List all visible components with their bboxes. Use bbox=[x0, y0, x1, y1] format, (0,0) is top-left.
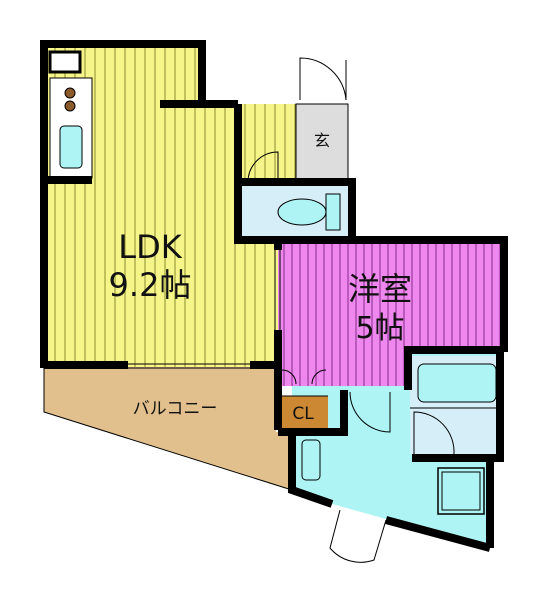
stove-icon bbox=[64, 87, 76, 112]
balcony-label: バルコニー bbox=[133, 399, 218, 419]
bathtub-icon bbox=[417, 363, 497, 403]
refrigerator-space bbox=[48, 50, 82, 74]
western-room-name: 洋室 bbox=[348, 270, 412, 308]
ldk-name: LDK bbox=[118, 228, 182, 266]
ldk-size: 9.2帖 bbox=[109, 266, 192, 304]
thin-walls bbox=[278, 103, 500, 409]
walls bbox=[40, 40, 508, 552]
entrance-area bbox=[296, 104, 348, 182]
toilet-icon bbox=[277, 193, 341, 231]
balcony-area bbox=[44, 367, 292, 490]
entrance-label: 玄 bbox=[314, 131, 330, 150]
western-room-size: 5帖 bbox=[355, 311, 404, 346]
balcony-outline bbox=[43, 367, 293, 491]
door-swing-icon bbox=[247, 57, 455, 563]
washing-machine-pan-icon bbox=[437, 467, 485, 515]
closet bbox=[278, 396, 328, 428]
washbasin-icon bbox=[301, 439, 321, 481]
ldk-room bbox=[44, 44, 296, 367]
closet-label: CL bbox=[292, 404, 314, 424]
kitchen-sink-icon bbox=[59, 125, 83, 169]
